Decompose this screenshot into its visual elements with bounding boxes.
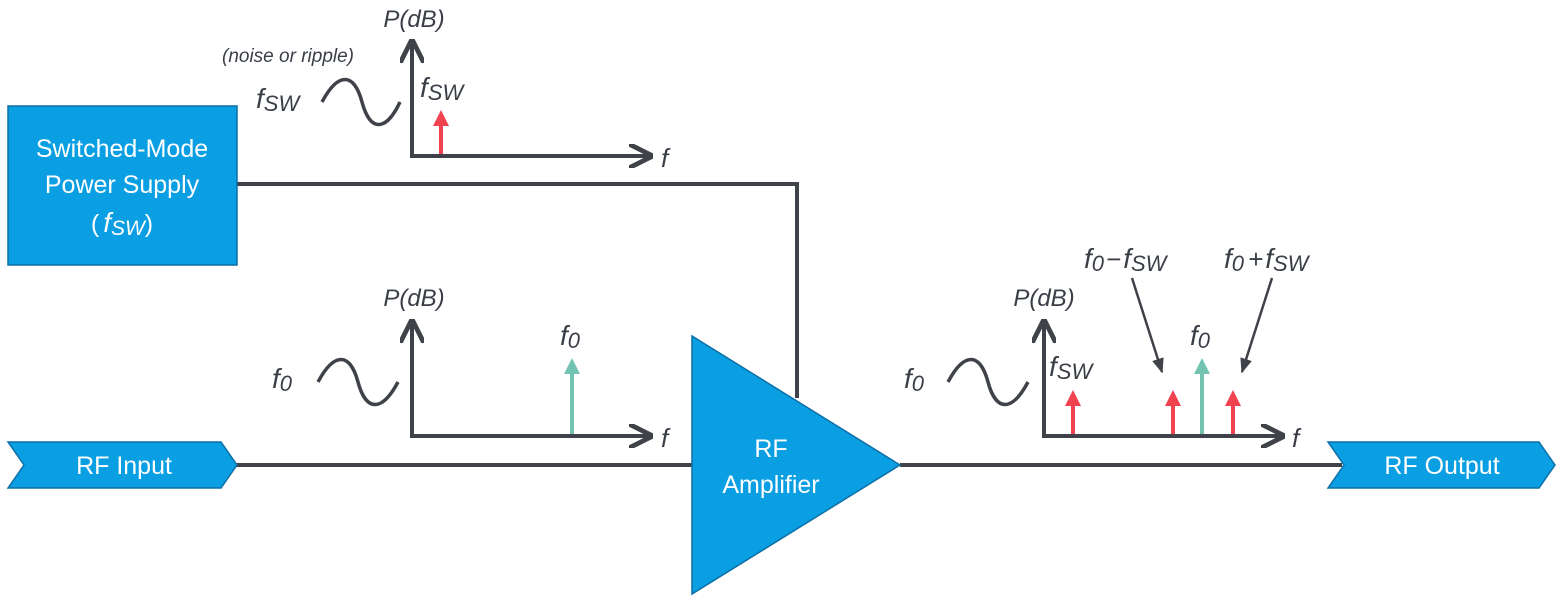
peak-main: f xyxy=(420,72,431,103)
y-axis-label: P(dB) xyxy=(383,285,444,312)
smps-label-line2: Power Supply xyxy=(45,171,200,199)
x-axis-label: f xyxy=(661,423,671,453)
smps-box xyxy=(7,105,238,266)
fsw-peak-label: fSW xyxy=(1049,351,1094,384)
smps-label-line1: Switched-Mode xyxy=(36,135,208,163)
source-sub: 0 xyxy=(912,371,925,396)
source-main: f xyxy=(904,363,915,394)
rf-output-label: RF Output xyxy=(1384,452,1499,480)
lower-sideband-pointer xyxy=(1130,277,1164,374)
source-main: f xyxy=(256,83,267,114)
spectrum-output: P(dB) f f0 fSW f0 f0−fSW f0+fSW xyxy=(904,243,1311,453)
noise-note: (noise or ripple) xyxy=(222,46,354,67)
x-axis-label: f xyxy=(661,143,671,173)
y-axis-label: P(dB) xyxy=(1013,285,1074,312)
amplifier-triangle xyxy=(691,334,902,596)
carrier-peak-label: f0 xyxy=(560,320,581,353)
fsw-main: f xyxy=(1049,351,1060,382)
fsw-sub: SW xyxy=(1057,359,1095,384)
rf-output-shape xyxy=(1326,441,1556,489)
rf-input-tag: RF Input xyxy=(6,441,238,489)
amplifier-label-line2: Amplifier xyxy=(722,471,819,499)
rf-input-label: RF Input xyxy=(76,452,172,480)
source-label: f0 xyxy=(904,363,925,396)
amplifier-label-line1: RF xyxy=(754,435,787,463)
smps-paren-close: ) xyxy=(145,210,153,238)
smps-block: Switched-Mode Power Supply (fSW) xyxy=(7,105,238,266)
upper-sideband-label: f0+fSW xyxy=(1224,243,1311,276)
smps-fsw-sub: SW xyxy=(111,217,147,240)
smps-to-amplifier-wire xyxy=(237,182,799,398)
source-sub: SW xyxy=(264,91,302,116)
upper-sideband-pointer xyxy=(1240,277,1274,374)
fsw-peak-label: fSW xyxy=(420,72,465,105)
peak-sub: 0 xyxy=(568,328,581,353)
carrier-main: f xyxy=(1190,320,1201,351)
source-main: f xyxy=(272,363,283,394)
rf-amplifier: RF Amplifier xyxy=(691,334,902,596)
smps-label-line3: (fSW) xyxy=(91,207,153,240)
wires xyxy=(236,182,1342,467)
y-axis-label: P(dB) xyxy=(383,6,444,33)
carrier-peak-label: f0 xyxy=(1190,320,1211,353)
spectrum-smps: P(dB) f (noise or ripple) fSW fSW xyxy=(222,6,671,173)
sine-wave-icon xyxy=(320,77,402,126)
peak-sub: SW xyxy=(428,80,466,105)
smps-fsw: f xyxy=(103,207,114,238)
spectrum-input: P(dB) f f0 f0 xyxy=(272,285,671,453)
lower-sideband-label: f0−fSW xyxy=(1084,243,1169,276)
carrier-sub: 0 xyxy=(1198,328,1211,353)
sine-wave-icon xyxy=(316,357,400,407)
source-label: f0 xyxy=(272,363,293,396)
peak-main: f xyxy=(560,320,571,351)
rf-input-shape xyxy=(6,441,238,489)
smps-paren-open: ( xyxy=(91,210,100,238)
sine-wave-icon xyxy=(946,357,1030,407)
rf-output-tag: RF Output xyxy=(1326,441,1556,489)
x-axis-label: f xyxy=(1292,423,1302,453)
source-sub: 0 xyxy=(280,371,293,396)
source-label: fSW xyxy=(256,83,301,116)
